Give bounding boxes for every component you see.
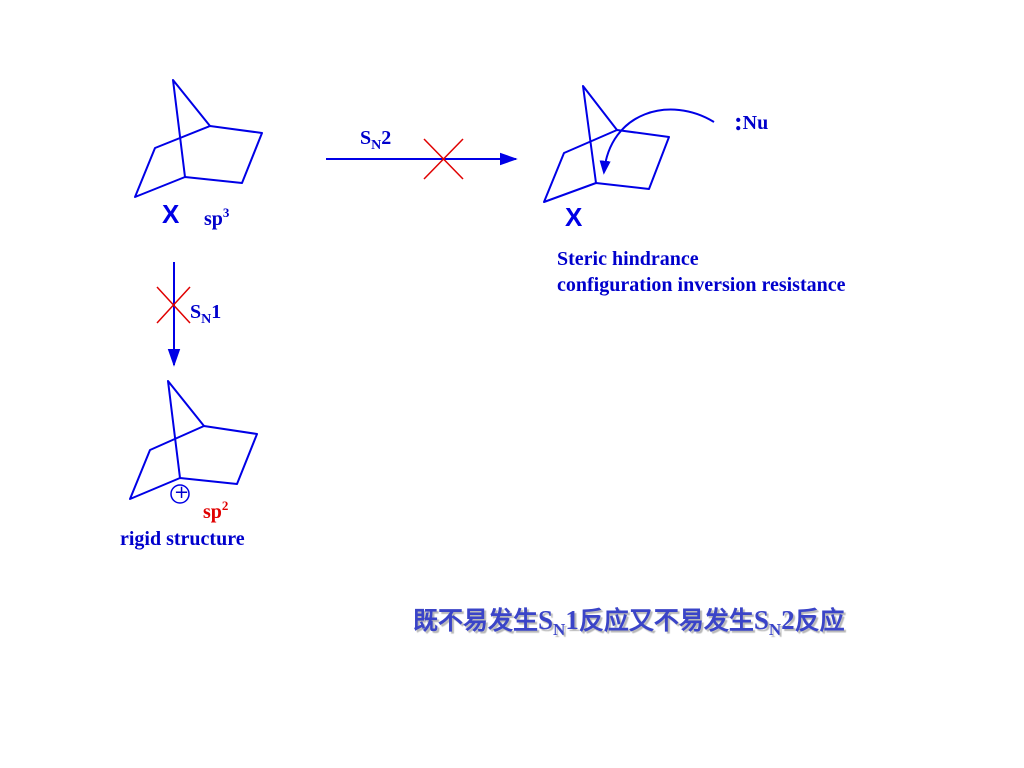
conclusion-num2: 2 — [781, 605, 795, 635]
sn1-arrow-label: SN1 — [190, 301, 222, 327]
hybridization-sp3-label: sp3 — [204, 206, 229, 230]
conclusion-sub1: N — [553, 620, 566, 639]
norbornane-top-left — [134, 79, 263, 198]
norbornane-top-right — [543, 85, 670, 203]
sn1-number: 1 — [211, 301, 222, 323]
conclusion-text: 既不易发生SN1反应又不易发生SN2反应 — [413, 605, 845, 639]
hybrid-base: sp — [204, 208, 223, 230]
conclusion-num1: 1 — [565, 605, 579, 635]
conclusion-s2: S — [753, 605, 769, 635]
lone-pair-dots: : — [734, 107, 743, 136]
sn2-number: 2 — [381, 127, 392, 149]
sn2-blocked-cross — [423, 138, 464, 180]
sn1-blocked-cross — [156, 286, 191, 324]
rigid-structure-caption: rigid structure — [120, 528, 245, 550]
hybrid-superscript: 3 — [222, 205, 230, 220]
sn1-s: S — [190, 301, 202, 323]
conclusion-part3: 反应 — [794, 606, 845, 635]
nucleophile-label: :Nu — [734, 107, 769, 136]
sn2-arrow-label: SN2 — [360, 127, 392, 153]
conclusion-sub2: N — [768, 620, 782, 639]
conclusion-s1: S — [538, 605, 554, 635]
leaving-group-x-top-right: X — [565, 202, 583, 232]
steric-caption-line1: Steric hindrance — [557, 248, 699, 270]
sn2-s: S — [360, 127, 372, 149]
positive-charge-circle — [170, 484, 190, 504]
hybrid-base: sp — [203, 501, 222, 523]
nucleophile-attack-arrow — [599, 108, 715, 175]
leaving-group-x-top-left: X — [162, 199, 180, 229]
conclusion-part2: 反应又不易发生 — [578, 606, 754, 635]
steric-caption-line2: configuration inversion resistance — [557, 274, 846, 296]
hybridization-sp2-label: sp2 — [203, 499, 228, 523]
norbornane-bottom — [129, 380, 258, 500]
conclusion-part1: 既不易发生 — [413, 606, 539, 635]
hybrid-superscript: 2 — [221, 498, 229, 513]
sn2-subscript: N — [371, 138, 382, 153]
nucleophile-text: Nu — [742, 112, 769, 134]
positive-charge-symbol: + — [174, 482, 190, 503]
sn1-subscript: N — [201, 312, 212, 327]
